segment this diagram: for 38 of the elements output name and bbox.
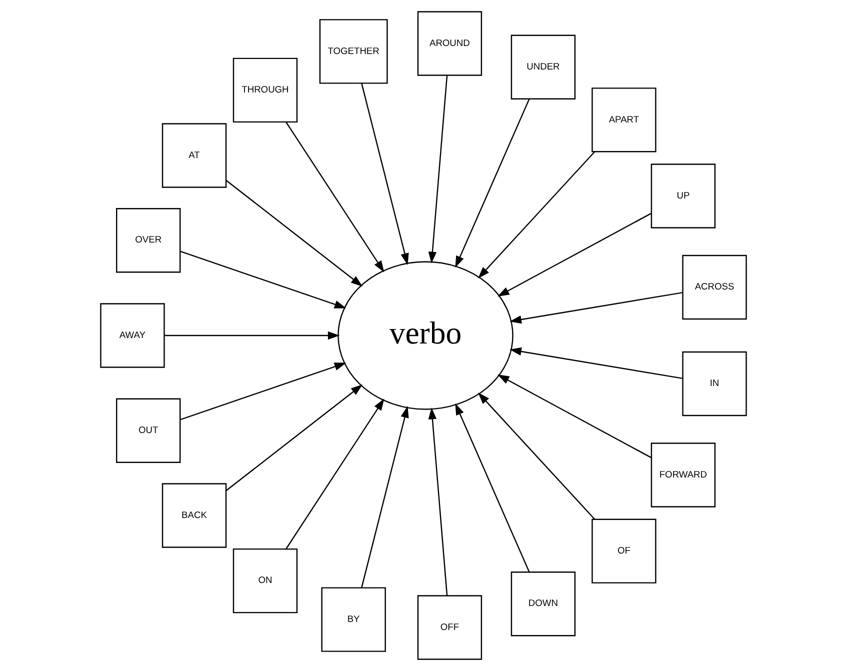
node-box: UNDER <box>510 34 576 100</box>
node-box: THROUGH <box>232 58 298 123</box>
arrow <box>477 151 595 278</box>
node-box: TOGETHER <box>318 19 388 84</box>
arrow <box>509 292 682 324</box>
arrow <box>285 398 384 550</box>
arrow <box>179 362 346 420</box>
arrow <box>360 83 408 266</box>
arrow <box>428 75 448 264</box>
arrow <box>225 180 362 287</box>
node-box: AT <box>161 123 226 188</box>
arrow <box>477 392 595 520</box>
node-box: FORWARD <box>650 442 716 508</box>
node-box: OF <box>591 518 656 584</box>
arrow <box>454 98 530 268</box>
arrow <box>428 407 448 596</box>
arrow <box>285 122 384 272</box>
node-box: OVER <box>116 208 180 273</box>
arrow <box>360 406 408 588</box>
arrow <box>496 374 652 458</box>
node-box: UP <box>650 164 716 228</box>
node-box: OUT <box>116 398 180 463</box>
arrow <box>225 384 362 492</box>
arrow <box>509 347 682 380</box>
node-box: AWAY <box>100 303 164 368</box>
arrow <box>496 212 652 297</box>
node-box: AROUND <box>416 11 482 76</box>
node-box: IN <box>682 351 746 416</box>
node-box: BY <box>320 587 386 652</box>
node-box: OFF <box>416 595 482 660</box>
arrow <box>179 250 346 308</box>
node-box: ACROSS <box>682 254 746 320</box>
node-box: BACK <box>161 483 226 548</box>
arrow <box>164 331 340 340</box>
arrow <box>454 403 530 572</box>
node-box: APART <box>591 88 656 152</box>
node-box: DOWN <box>510 571 576 636</box>
node-box: ON <box>232 548 298 614</box>
